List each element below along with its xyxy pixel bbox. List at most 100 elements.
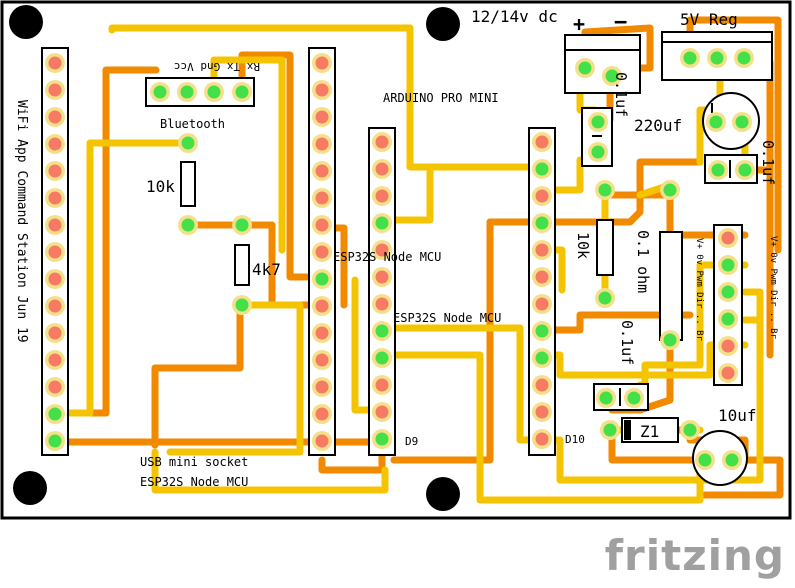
zener-body — [621, 417, 679, 443]
cap-220uf-body — [702, 92, 760, 150]
motor-pad-4-core — [721, 312, 735, 326]
cap-01uf-mid-label: 0.1uf — [618, 320, 636, 365]
motor-pad-3-core — [721, 285, 735, 299]
component-pad-17-core — [663, 183, 677, 197]
esp32-left-pad-7-core — [315, 218, 329, 232]
left-pad-11-core — [48, 326, 62, 340]
r4k7-label: 4k7 — [252, 260, 281, 279]
esp32-right-pad-8-core — [375, 324, 389, 338]
bluetooth-header — [145, 77, 255, 107]
arduino-header — [528, 127, 556, 456]
mounting-holes — [9, 5, 460, 511]
esp32-left-pad-4-core — [315, 137, 329, 151]
esp32-left-pad-3-core — [315, 110, 329, 124]
esp32-right-pad-6-core — [375, 270, 389, 284]
arduino-pad-10-core — [535, 378, 549, 392]
left-pad-4-core — [48, 137, 62, 151]
regulator-label: 5V Reg — [680, 10, 738, 29]
left-pad-8-core — [48, 245, 62, 259]
left-pad-1-core — [48, 56, 62, 70]
component-pad-19-core — [663, 333, 677, 347]
minus-label: − — [614, 10, 627, 35]
component-pad-15-core — [738, 163, 752, 177]
left-pad-7-core — [48, 218, 62, 232]
esp-label-b: ESP32S Node MCU — [393, 311, 501, 325]
esp32-left-pad-9-core — [315, 272, 329, 286]
zener-label: Z1 — [640, 422, 659, 441]
esp32-left-pad-15-core — [315, 434, 329, 448]
component-pad-8-core — [710, 51, 724, 65]
component-pad-3-core — [235, 218, 249, 232]
component-pad-7-core — [683, 51, 697, 65]
esp32-right-pad-12-core — [375, 432, 389, 446]
esp32-right-pad-3-core — [375, 189, 389, 203]
mount-hole-bl — [13, 471, 47, 505]
esp32-left-pad-13-core — [315, 380, 329, 394]
mount-hole-tm — [426, 7, 460, 41]
left-pad-10-core — [48, 299, 62, 313]
component-pad-13-core — [735, 115, 749, 129]
motor-pad-1-core — [721, 231, 735, 245]
component-pad-1-core — [181, 136, 195, 150]
arduino-pad-3-core — [535, 189, 549, 203]
esp32-right-pad-11-core — [375, 405, 389, 419]
power-in-label: 12/14v dc — [471, 7, 558, 26]
cap-10uf-label: 10uf — [718, 406, 757, 425]
esp32-left-pad-10-core — [315, 299, 329, 313]
esp32-right-header — [368, 127, 396, 456]
left-pad-3-core — [48, 110, 62, 124]
component-pad-4-core — [235, 298, 249, 312]
component-pad-23-core — [683, 423, 697, 437]
power-socket-body — [564, 34, 641, 94]
left-pad-12-core — [48, 353, 62, 367]
plus-label: + — [573, 12, 585, 36]
r10k-right-label: 10k — [574, 232, 592, 259]
esp-label-c: ESP32S Node MCU — [140, 475, 248, 489]
power-socket — [564, 34, 641, 94]
esp32-right-pad-4-core — [375, 216, 389, 230]
resistor-01ohm — [659, 231, 683, 341]
arduino-pad-8-core — [535, 324, 549, 338]
board-title: WiFi App Command Station Jun 19 — [14, 100, 29, 343]
bluetooth-pad-2-core — [180, 85, 194, 99]
esp32-right-pad-1-core — [375, 135, 389, 149]
esp32-right-pad-5-core — [375, 243, 389, 257]
motor-pad-5-core — [721, 339, 735, 353]
esp32-left-pad-5-core — [315, 164, 329, 178]
cap-01uf-right-label: 0.1uf — [759, 140, 777, 185]
arduino-pad-7-core — [535, 297, 549, 311]
left-header — [41, 47, 69, 456]
component-pad-18-core — [598, 291, 612, 305]
component-pad-20-core — [599, 391, 613, 405]
arduino-pad-6-core — [535, 270, 549, 284]
r10k-left-label: 10k — [146, 177, 175, 196]
bluetooth-label: Bluetooth — [160, 117, 225, 131]
left-pad-2-core — [48, 83, 62, 97]
motor-pad-6-core — [721, 366, 735, 380]
component-pad-12-core — [709, 115, 723, 129]
esp32-left-pad-1-core — [315, 56, 329, 70]
arduino-pad-12-core — [535, 432, 549, 446]
cap-10uf-body — [692, 430, 748, 486]
usb-label: USB mini socket — [140, 455, 248, 469]
left-pad-6-core — [48, 191, 62, 205]
mount-hole-bm — [426, 477, 460, 511]
mount-hole-tl — [9, 5, 43, 39]
component-pad-25-core — [725, 453, 739, 467]
motor-pins-a-label: V+ 0v Pwm Dir .. Br — [694, 238, 704, 342]
motor-header — [713, 224, 743, 386]
left-pad-15-core — [48, 434, 62, 448]
esp32-left-pad-8-core — [315, 245, 329, 259]
esp32-right-pad-7-core — [375, 297, 389, 311]
component-pad-5-core — [578, 61, 592, 75]
component-pad-24-core — [698, 453, 712, 467]
component-pad-16-core — [598, 183, 612, 197]
esp32-left-pad-14-core — [315, 407, 329, 421]
bluetooth-pad-3-core — [207, 85, 221, 99]
cap-220uf-label: 220uf — [634, 116, 682, 135]
bt-pins-label: Rx Tx Gnd Vcc — [174, 60, 260, 73]
arduino-label: ARDUINO PRO MINI — [383, 91, 499, 105]
arduino-pad-4-core — [535, 216, 549, 230]
motor-header-body — [713, 224, 743, 386]
